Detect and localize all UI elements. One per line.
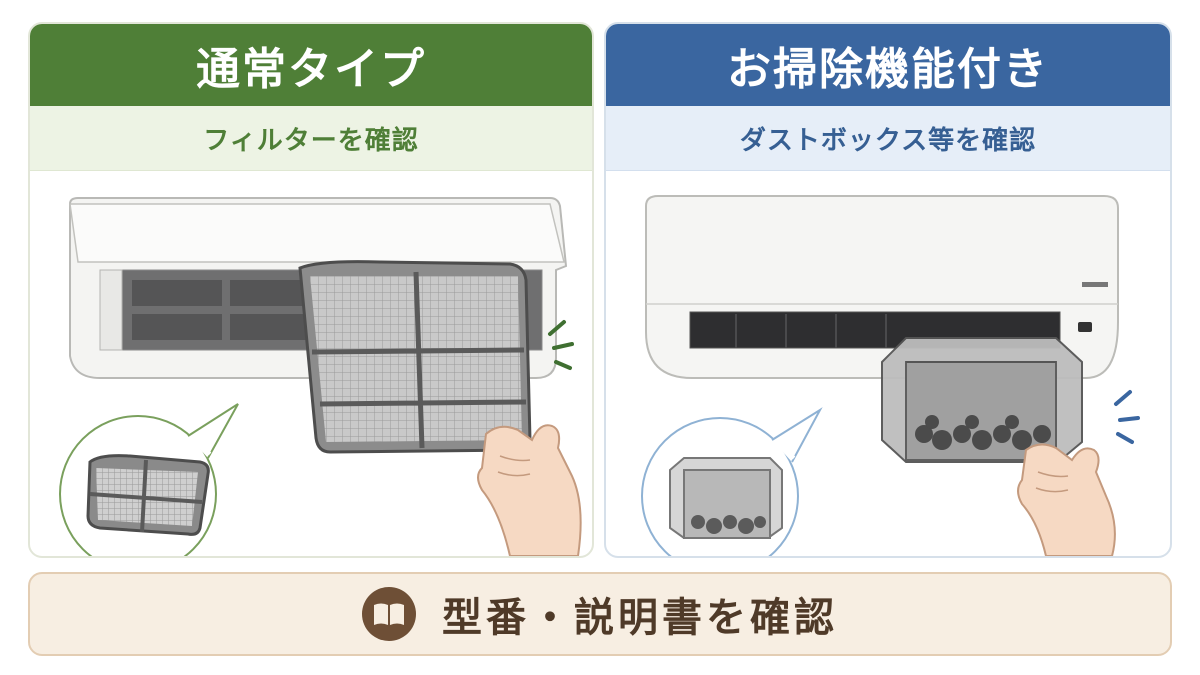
check-model-number-text: 型番・説明書を確認 xyxy=(442,595,838,641)
self-cleaning-type-title: お掃除機能付き xyxy=(606,24,1170,106)
air-conditioner-unit xyxy=(69,197,568,379)
motion-lines-left xyxy=(548,320,574,370)
book-icon xyxy=(362,587,416,641)
normal-type-illustration xyxy=(30,172,592,556)
motion-lines-right xyxy=(1114,390,1140,444)
filter-panel xyxy=(298,260,532,454)
dust-box-callout xyxy=(641,407,823,556)
check-model-number-banner: 型番・説明書を確認 xyxy=(28,572,1172,656)
self-cleaning-type-panel: お掃除機能付き ダストボックス等を確認 xyxy=(604,22,1172,558)
hand-right xyxy=(1017,443,1116,556)
self-cleaning-type-subtitle: ダストボックス等を確認 xyxy=(606,106,1170,171)
hand-left xyxy=(477,424,582,556)
normal-type-title: 通常タイプ xyxy=(30,24,592,106)
normal-type-subtitle: フィルターを確認 xyxy=(30,106,592,171)
filter-callout xyxy=(59,403,239,556)
dust-box xyxy=(881,337,1083,463)
normal-type-panel: 通常タイプ フィルターを確認 xyxy=(28,22,594,558)
self-cleaning-type-illustration xyxy=(606,172,1170,556)
